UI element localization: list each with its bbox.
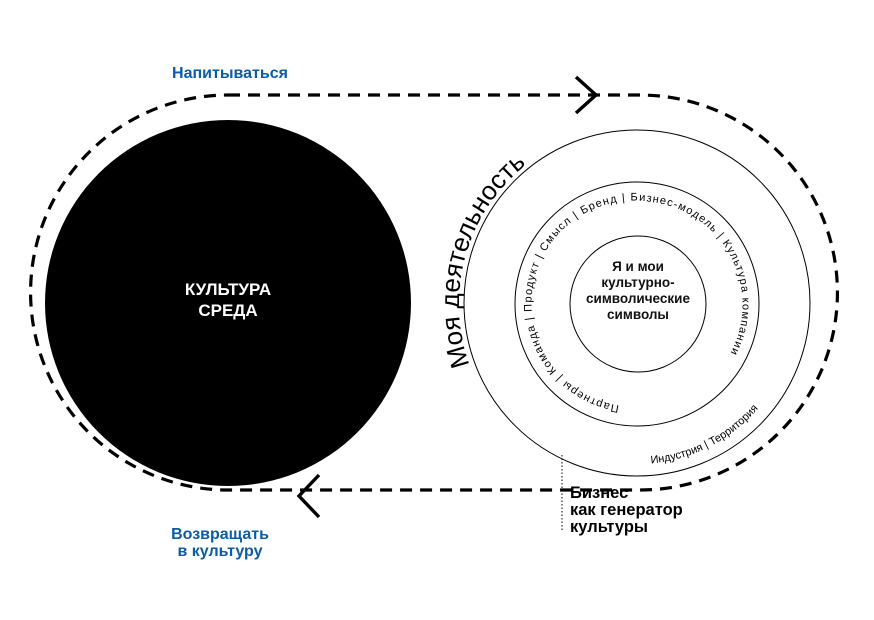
outer-ring-text: Индустрия | Территория (650, 402, 761, 466)
core-line2: культурно- (601, 275, 675, 290)
culture-label-line1: КУЛЬТУРА (184, 280, 272, 299)
arrow-left-icon (296, 473, 321, 519)
activity-label: Моя деятельность (435, 146, 531, 372)
return-label: Возвращать в культуру (140, 526, 300, 560)
core-line1: Я и мои (612, 259, 664, 274)
outer-ring-label: Индустрия | Территория (650, 402, 761, 466)
absorb-label: Напитываться (172, 65, 288, 82)
return-label-line2: в культуру (177, 543, 263, 560)
caption-line3: культуры (570, 518, 649, 536)
culture-environment-label: КУЛЬТУРА СРЕДА (128, 279, 328, 321)
core-label: Я и мои культурно- символические символы (568, 259, 708, 323)
culture-environment-circle (45, 120, 411, 486)
core-line3: символические (586, 291, 690, 306)
caption-line1: Бизнес (570, 484, 629, 502)
cycle-loop-dashed (28, 93, 840, 492)
culture-label-line2: СРЕДА (198, 301, 258, 320)
business-caption: Бизнес как генератор культуры (570, 485, 683, 536)
activity-middle-circle (514, 181, 760, 427)
core-line4: символы (607, 307, 669, 322)
activity-core-circle (569, 235, 707, 373)
activity-label-text: Моя деятельность (435, 146, 531, 372)
return-label-line1: Возвращать (171, 526, 269, 543)
arrow-right-icon (574, 75, 599, 115)
caption-line2: как генератор (570, 501, 683, 519)
activity-outer-circle (463, 129, 811, 477)
